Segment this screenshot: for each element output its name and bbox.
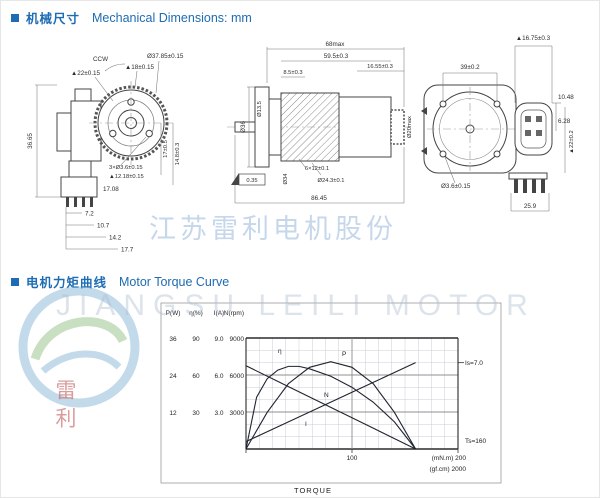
section-title-en: Motor Torque Curve <box>119 274 230 289</box>
dim-label: 86.45 <box>311 195 327 202</box>
dim-label: ▲22±0.2 <box>569 130 575 153</box>
logo-characters-watermark: 雷利 <box>53 379 76 435</box>
x-axis-title: TORQUE <box>294 486 332 495</box>
dim-label: 10.7 <box>97 223 110 230</box>
dim-label: Ø34 <box>283 173 289 185</box>
dim-label: 10.48 <box>558 94 574 101</box>
tolerance-flag-label: 0.35 <box>246 178 257 184</box>
dim-label: 68max <box>326 41 346 48</box>
connector-face <box>514 102 553 156</box>
dim-label: ▲18±0.15 <box>125 64 154 71</box>
torque-curve-header: 电机力矩曲线 Motor Torque Curve <box>11 272 229 291</box>
dim-label: 14.8±0.3 <box>175 143 181 166</box>
x-tick-100: 100 <box>347 455 358 462</box>
curve-label-current: I <box>305 421 307 428</box>
y-axis-value: 3000 <box>230 410 245 417</box>
mechanical-drawings: CCW ▲22±0.15 ▲18±0.15 Ø37.85±0.15 36.65 … <box>27 35 575 254</box>
y-axis-header-efficiency: η(%) <box>189 310 203 317</box>
curve-label-power: P <box>342 351 346 358</box>
dim-label: ▲12.18±0.15 <box>109 174 144 180</box>
torque-plot-area <box>245 337 464 453</box>
dim-label: 39±0.2 <box>460 64 480 71</box>
dim-label: Ø20max <box>407 116 413 138</box>
curve-label-efficiency: η <box>278 348 282 355</box>
dim-label: 7.2 <box>85 211 94 218</box>
dim-label: Ø36 <box>240 121 247 133</box>
y-axis-value: 36 <box>169 336 177 343</box>
stall-torque-label: Ts=160 <box>465 438 487 445</box>
dim-label: ▲22±0.15 <box>71 70 100 77</box>
dim-label: 3×Ø3.6±0.15 <box>109 165 143 171</box>
output-gear <box>390 109 405 145</box>
section-bullet-icon <box>11 13 19 22</box>
y-axis-value: 9.0 <box>214 336 223 343</box>
dim-label: Ø37.85±0.15 <box>147 53 184 60</box>
dim-label: 17.08 <box>103 186 119 193</box>
chart-outer-border <box>160 302 502 484</box>
dim-label: 25.9 <box>524 203 537 210</box>
x-tick-gfcm: (gf.cm) 2000 <box>430 466 467 473</box>
dim-label: 6×12±0.1 <box>305 166 329 172</box>
section-title-zh: 机械尺寸 <box>26 12 81 26</box>
section-title-en: Mechanical Dimensions: mm <box>92 10 252 25</box>
y-axis-value: 6.0 <box>214 373 223 380</box>
middle-view-drawing: 68max 59.5±0.3 8.5±0.3 16.55±0.3 Ø36 Ø13… <box>227 41 413 204</box>
curve-N <box>245 365 416 450</box>
curve-I <box>245 362 416 443</box>
connector-body <box>60 176 98 198</box>
dim-label: 17.7 <box>121 247 134 254</box>
motor-can <box>338 96 392 158</box>
y-axis-value: 3.0 <box>214 410 223 417</box>
motor-torque-chart: P(W) η(%) I(A) N(rpm) 36 90 9.0 9000 24 … <box>160 302 502 495</box>
dim-label: Ø24.3±0.1 <box>317 178 344 184</box>
curve-label-speed: N <box>324 392 329 399</box>
dim-label: CCW <box>93 56 108 63</box>
stall-current-label: Is=7.0 <box>465 360 483 367</box>
hatched-section <box>280 92 340 162</box>
x-tick-200: (mN.m) 200 <box>432 455 467 462</box>
y-axis-value: 12 <box>169 410 177 417</box>
dim-label: 36.65 <box>27 133 34 149</box>
dim-label: 14.2 <box>109 235 122 242</box>
dim-label: Ø13.5 <box>257 101 263 117</box>
right-view-drawing: ▲16.75±0.3 39±0.2 10.48 6.28 ▲22±0.2 Ø3.… <box>421 35 575 212</box>
section-bullet-icon <box>11 277 19 286</box>
dim-label: 17±0.5 <box>163 140 169 158</box>
dim-label: 6.28 <box>558 118 571 125</box>
y-axis-value: 90 <box>192 336 200 343</box>
dim-label: Ø3.6±0.15 <box>441 183 471 190</box>
y-axis-value: 6000 <box>230 373 245 380</box>
y-axis-value: 30 <box>192 410 200 417</box>
y-axis-header-speed: N(rpm) <box>224 310 244 317</box>
dim-label: 59.5±0.3 <box>324 53 349 60</box>
curve-η <box>245 365 417 450</box>
mechanical-dimensions-header: 机械尺寸 Mechanical Dimensions: mm <box>11 8 252 27</box>
dim-label: ▲16.75±0.3 <box>516 35 551 42</box>
y-axis-header-power: P(W) <box>166 310 181 317</box>
y-axis-header-current: I(A) <box>214 310 224 317</box>
dim-label: 16.55±0.3 <box>367 64 393 70</box>
section-title-zh: 电机力矩曲线 <box>26 276 108 290</box>
left-view-drawing: CCW ▲22±0.15 ▲18±0.15 Ø37.85±0.15 36.65 … <box>27 53 184 254</box>
y-axis-value: 24 <box>169 373 177 380</box>
curve-P <box>245 361 417 450</box>
y-axis-value: 9000 <box>230 336 245 343</box>
y-axis-value: 60 <box>192 373 200 380</box>
dim-label: 8.5±0.3 <box>283 70 302 76</box>
